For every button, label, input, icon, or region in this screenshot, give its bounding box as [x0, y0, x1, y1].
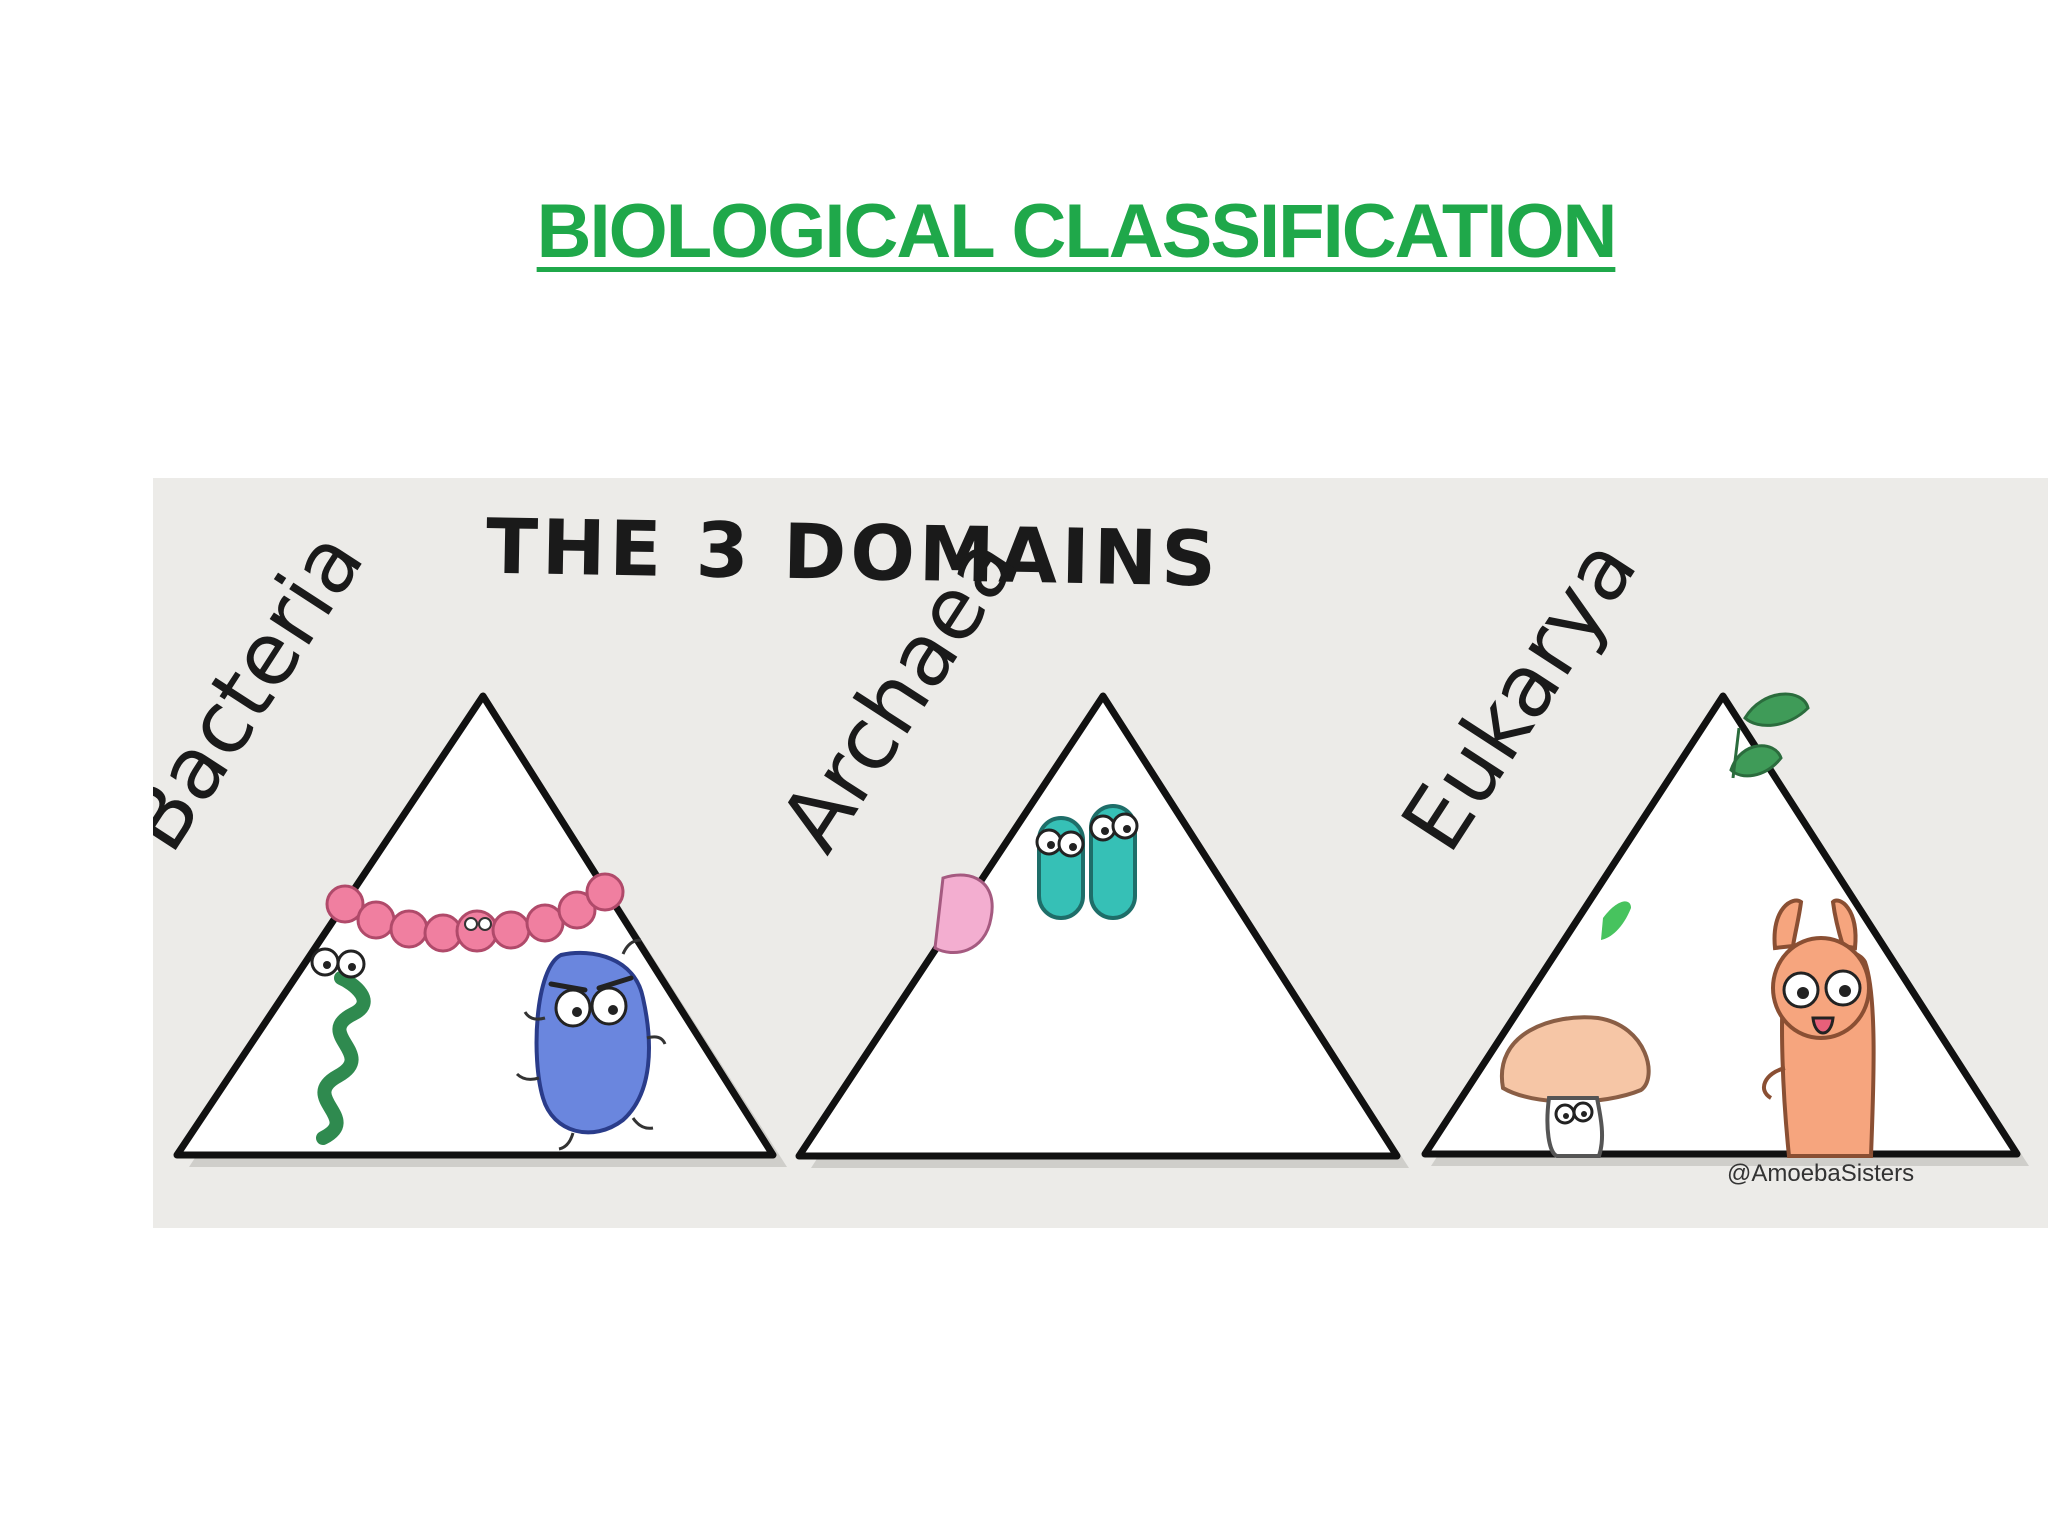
- mushroom-icon: [1499, 1015, 1651, 1158]
- mammal-icon: [1762, 898, 1876, 1158]
- eukarya-triangle: [1421, 692, 2021, 1158]
- bacillus-icon: [515, 938, 667, 1151]
- archaea-cells-icon: [1035, 804, 1139, 920]
- triangles-drawing: [173, 692, 2029, 1168]
- archaea-triangle: [795, 692, 1401, 1160]
- illustration-credit: @AmoebaSisters: [1727, 1160, 1915, 1187]
- domains-illustration: THE 3 DOMAINS: [153, 478, 2048, 1228]
- bacteria-triangle: [173, 692, 777, 1159]
- spirillum-icon: [310, 947, 371, 1145]
- slide-title: BIOLOGICAL CLASSIFICATION: [536, 189, 1618, 274]
- leaf-icon: [1729, 692, 1810, 779]
